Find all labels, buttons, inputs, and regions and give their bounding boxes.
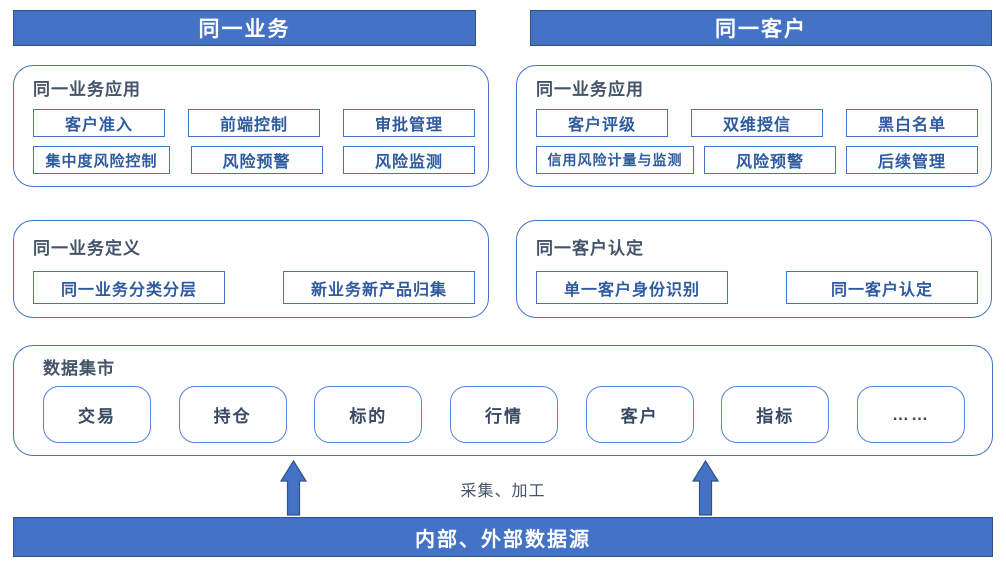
data-source-bar: 内部、外部数据源 <box>13 517 993 557</box>
diagram-node: 风险预警 <box>704 146 836 174</box>
definition-row: 同一业务定义 同一业务分类分层 新业务新产品归集 同一客户认定 单一客户身份识别… <box>0 220 1006 318</box>
diagram-node: 客户 <box>585 386 694 443</box>
diagram-node: 集中度风险控制 <box>33 146 170 174</box>
diagram-node: 风险监测 <box>343 146 475 174</box>
customer-column: 同一客户 同一业务应用 客户评级 双维授信 黑白名单 信用风险计量与监测 风险预… <box>516 0 992 187</box>
business-app-row-2: 集中度风险控制 风险预警 风险监测 <box>33 146 475 174</box>
up-arrow-icon <box>692 460 719 516</box>
diagram-node: 后续管理 <box>846 146 978 174</box>
business-app-row-1: 客户准入 前端控制 审批管理 <box>33 109 475 137</box>
diagram-node: 风险预警 <box>190 146 323 174</box>
customer-app-row-2: 信用风险计量与监测 风险预警 后续管理 <box>536 146 978 174</box>
diagram-node: 指标 <box>721 386 830 443</box>
customer-app-row-1: 客户评级 双维授信 黑白名单 <box>536 109 978 137</box>
diagram-node: 审批管理 <box>343 109 475 137</box>
diagram-node: 双维授信 <box>691 109 823 137</box>
diagram-node: 黑白名单 <box>846 109 978 137</box>
business-header: 同一业务 <box>13 10 476 46</box>
data-mart-panel: 数据集市 交易 持仓 标的 行情 客户 指标 …… <box>13 345 993 456</box>
business-column: 同一业务 同一业务应用 客户准入 前端控制 审批管理 集中度风险控制 风险预警 … <box>13 0 489 187</box>
diagram-node: 单一客户身份识别 <box>536 271 728 304</box>
diagram-node: 同一业务分类分层 <box>33 271 225 304</box>
customer-header: 同一客户 <box>530 10 992 46</box>
diagram-node: 新业务新产品归集 <box>283 271 475 304</box>
diagram-node: 客户评级 <box>536 109 668 137</box>
diagram-node: 同一客户认定 <box>786 271 978 304</box>
business-app-title: 同一业务应用 <box>33 80 141 99</box>
diagram-node: 标的 <box>314 386 423 443</box>
customer-identification-items: 单一客户身份识别 同一客户认定 <box>536 271 978 304</box>
business-app-panel: 同一业务应用 客户准入 前端控制 审批管理 集中度风险控制 风险预警 风险监测 <box>13 65 489 187</box>
top-columns: 同一业务 同一业务应用 客户准入 前端控制 审批管理 集中度风险控制 风险预警 … <box>0 0 1006 187</box>
customer-identification-title: 同一客户认定 <box>536 239 644 258</box>
business-definition-items: 同一业务分类分层 新业务新产品归集 <box>33 271 475 304</box>
etl-label: 采集、加工 <box>460 483 546 500</box>
up-arrow-icon <box>280 460 307 516</box>
diagram-node: 行情 <box>449 386 558 443</box>
business-definition-panel: 同一业务定义 同一业务分类分层 新业务新产品归集 <box>13 220 489 318</box>
diagram-node: 信用风险计量与监测 <box>536 146 694 174</box>
customer-identification-panel: 同一客户认定 单一客户身份识别 同一客户认定 <box>516 220 992 318</box>
data-mart-title: 数据集市 <box>43 359 115 378</box>
customer-app-title: 同一业务应用 <box>536 80 644 99</box>
diagram-node: 客户准入 <box>33 109 165 137</box>
etl-zone: 采集、加工 <box>0 456 1006 517</box>
data-mart-items: 交易 持仓 标的 行情 客户 指标 …… <box>43 386 965 443</box>
business-definition-title: 同一业务定义 <box>33 239 141 258</box>
customer-app-panel: 同一业务应用 客户评级 双维授信 黑白名单 信用风险计量与监测 风险预警 后续管… <box>516 65 992 187</box>
diagram-node: 前端控制 <box>188 109 320 137</box>
diagram-node: 持仓 <box>178 386 287 443</box>
diagram-node: 交易 <box>43 386 151 443</box>
diagram-node: …… <box>856 386 965 443</box>
